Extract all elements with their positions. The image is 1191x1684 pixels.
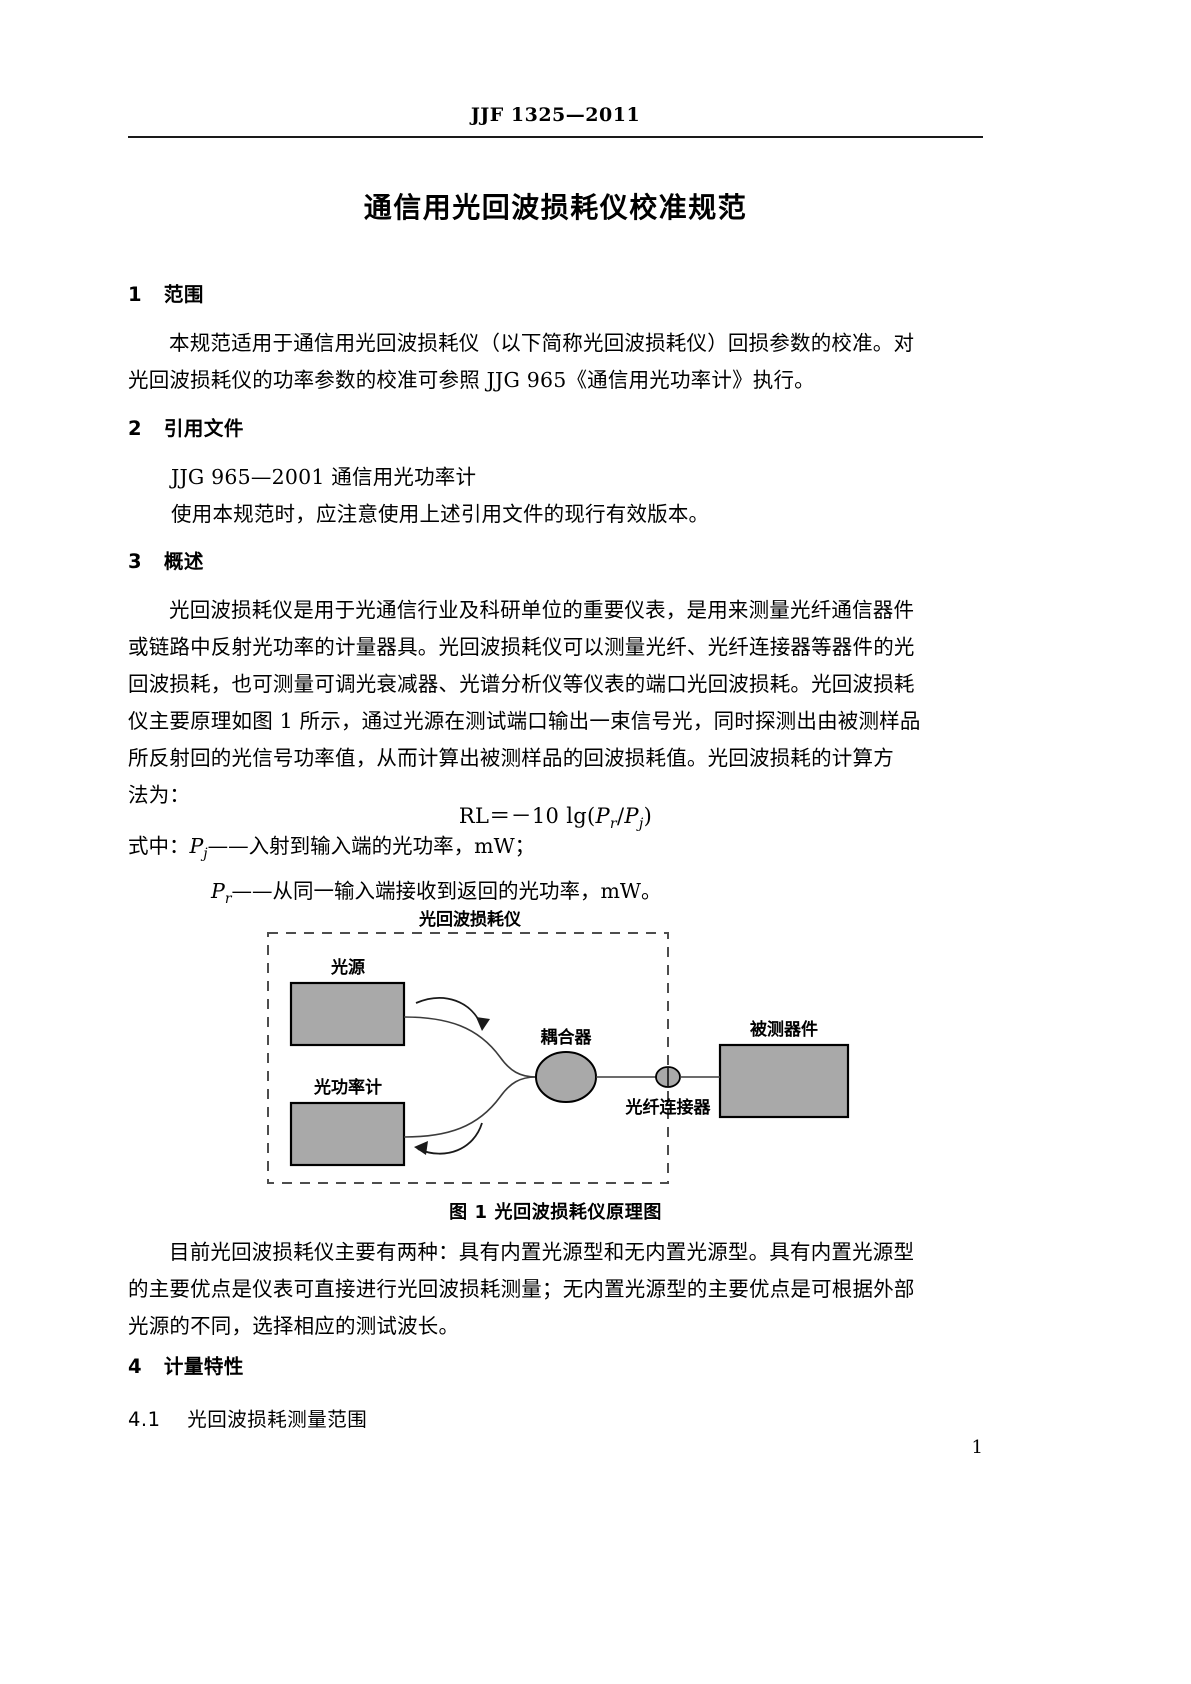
section-3-p2-line-1: 目前光回波损耗仪主要有两种：具有内置光源型和无内置光源型。具有内置光源型	[169, 1240, 915, 1264]
figure-principle-diagram: 光回波损耗仪 光源 光功率计 耦合器 光纤连接器 被测器件	[128, 905, 983, 1215]
heading-section-4: 4 计量特性	[128, 1355, 244, 1378]
label-fiber-connector: 光纤连接器	[625, 1098, 711, 1118]
section-1-line-1: 本规范适用于通信用光回波损耗仪（以下简称光回波损耗仪）回损参数的校准。对	[169, 331, 915, 355]
light-source-box	[289, 981, 406, 1047]
formula-return-loss: RL＝－10 lg(Pr/Pj)	[128, 800, 983, 832]
diagram-svg	[267, 932, 850, 1184]
coupler-shape	[535, 1051, 597, 1103]
section-3-line-1: 光回波损耗仪是用于光通信行业及科研单位的重要仪表，是用来测量光纤通信器件	[169, 598, 915, 622]
page-title: 通信用光回波损耗仪校准规范	[363, 191, 748, 224]
formula-lhs: RL	[458, 804, 490, 828]
reference-item-1: JJG 965—2001 通信用光功率计	[171, 465, 477, 489]
arrow-returning-path	[417, 1122, 483, 1155]
definition-2-subscript: r	[224, 891, 232, 908]
label-instrument: 光回波损耗仪	[419, 910, 521, 930]
formula-numerator-subscript: r	[609, 816, 618, 833]
label-dut: 被测器件	[750, 1020, 818, 1040]
running-header: JJF 1325—2011	[128, 104, 983, 126]
definition-row-1: 式中：Pj——入射到输入端的光功率，mW；	[128, 828, 983, 873]
section-2-references: JJG 965—2001 通信用光功率计 使用本规范时，应注意使用上述引用文件的…	[128, 459, 983, 533]
fiber-path-source	[403, 1016, 537, 1078]
section-3-line-4: 仪主要原理如图 1 所示，通过光源在测试端口输出一束信号光，同时探测出由被测样品	[128, 709, 921, 733]
heading-section-2: 2 引用文件	[128, 417, 244, 440]
figure-caption: 图 1 光回波损耗仪原理图	[449, 1202, 662, 1223]
instrument-boundary	[267, 932, 669, 1184]
section-3-paragraph-2: 目前光回波损耗仪主要有两种：具有内置光源型和无内置光源型。具有内置光源型 的主要…	[128, 1234, 983, 1345]
dut-box	[718, 1043, 850, 1119]
fiber-path-meter	[403, 1076, 537, 1138]
arrow-returning-head	[414, 1141, 428, 1155]
section-3-line-3: 回波损耗，也可测量可调光衰减器、光谱分析仪等仪表的端口光回波损耗。光回波损耗	[128, 672, 915, 696]
arrow-outgoing-head	[476, 1017, 490, 1031]
reference-note: 使用本规范时，应注意使用上述引用文件的现行有效版本。	[171, 502, 710, 526]
definition-2-symbol: P	[211, 879, 225, 904]
heading-section-4-1: 4.1 光回波损耗测量范围	[128, 1408, 368, 1431]
heading-section-1: 1 范围	[128, 283, 204, 306]
section-3-p2-line-2: 的主要优点是仪表可直接进行光回波损耗测量；无内置光源型的主要优点是可根据外部	[128, 1277, 915, 1301]
formula-denominator-symbol: P	[624, 804, 639, 828]
definition-1-dash: ——	[207, 834, 249, 858]
label-power-meter: 光功率计	[314, 1078, 382, 1098]
label-coupler: 耦合器	[540, 1028, 592, 1048]
page-number: 1	[971, 1437, 983, 1458]
section-3-line-2: 或链路中反射光功率的计量器具。光回波损耗仪可以测量光纤、光纤连接器等器件的光	[128, 635, 915, 659]
definition-2-dash: ——	[231, 879, 273, 904]
definition-intro: 式中：	[128, 834, 190, 858]
definition-row-2: Pr——从同一输入端接收到返回的光功率，mW。	[128, 873, 983, 918]
section-1-paragraph: 本规范适用于通信用光回波损耗仪（以下简称光回波损耗仪）回损参数的校准。对 光回波…	[128, 325, 983, 399]
definition-1-subscript: j	[203, 846, 208, 863]
formula-numerator-symbol: P	[595, 804, 610, 828]
power-meter-box	[289, 1101, 406, 1167]
formula-rhs-prefix: －10 lg(	[510, 804, 596, 828]
section-3-line-5: 所反射回的光信号功率值，从而计算出被测样品的回波损耗值。光回波损耗的计算方	[128, 746, 894, 770]
formula-definitions: 式中：Pj——入射到输入端的光功率，mW； Pr——从同一输入端接收到返回的光功…	[128, 828, 983, 918]
header-divider	[128, 136, 983, 138]
section-3-line-6: 法为：	[128, 783, 191, 807]
formula-equals: ＝	[489, 804, 511, 828]
section-3-p2-line-3: 光源的不同，选择相应的测试波长。	[128, 1314, 460, 1338]
definition-1-symbol: P	[189, 834, 204, 858]
formula-rhs-suffix: )	[643, 804, 653, 828]
standard-code: JJF 1325—2011	[470, 104, 641, 126]
formula-denominator-subscript: j	[638, 816, 644, 833]
section-3-paragraph-1: 光回波损耗仪是用于光通信行业及科研单位的重要仪表，是用来测量光纤通信器件 或链路…	[128, 592, 983, 814]
definition-2-text: 从同一输入端接收到返回的光功率，mW。	[272, 879, 662, 904]
formula-slash: /	[617, 804, 625, 828]
label-light-source: 光源	[331, 958, 365, 978]
definition-1-text: 入射到输入端的光功率，mW；	[248, 834, 536, 858]
section-1-line-2: 光回波损耗仪的功率参数的校准可参照 JJG 965《通信用光功率计》执行。	[128, 368, 815, 392]
heading-section-3: 3 概述	[128, 550, 204, 573]
